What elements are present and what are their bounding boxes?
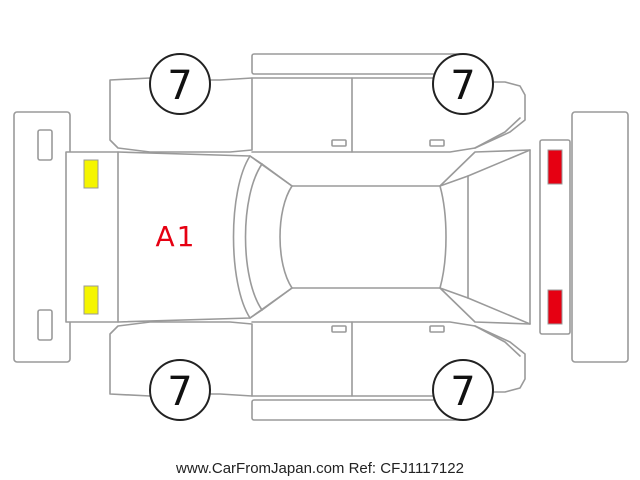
rear-lamps [539,139,571,335]
rear-bumper [571,111,629,363]
top-view-body [65,149,531,325]
tire-rear-left-value: 7 [450,63,475,109]
tire-front-left-value: 7 [167,63,192,109]
tire-front-right: 7 [149,359,211,421]
front-lamps [83,159,99,315]
tire-rear-left: 7 [432,53,494,115]
damage-mark-hood: A1 [156,220,197,253]
front-lamp-lower [83,285,99,315]
front-lamp-upper [83,159,99,189]
front-bumper [13,111,71,363]
tire-front-right-value: 7 [167,369,192,415]
rear-lamp-upper [547,149,563,185]
side-profile-right [109,321,526,397]
tire-rear-right-value: 7 [450,369,475,415]
tire-front-left: 7 [149,53,211,115]
tire-rear-right: 7 [432,359,494,421]
footer-reference: www.CarFromJapan.com Ref: CFJ1117122 [175,460,464,477]
rear-lamp-lower [547,289,563,325]
